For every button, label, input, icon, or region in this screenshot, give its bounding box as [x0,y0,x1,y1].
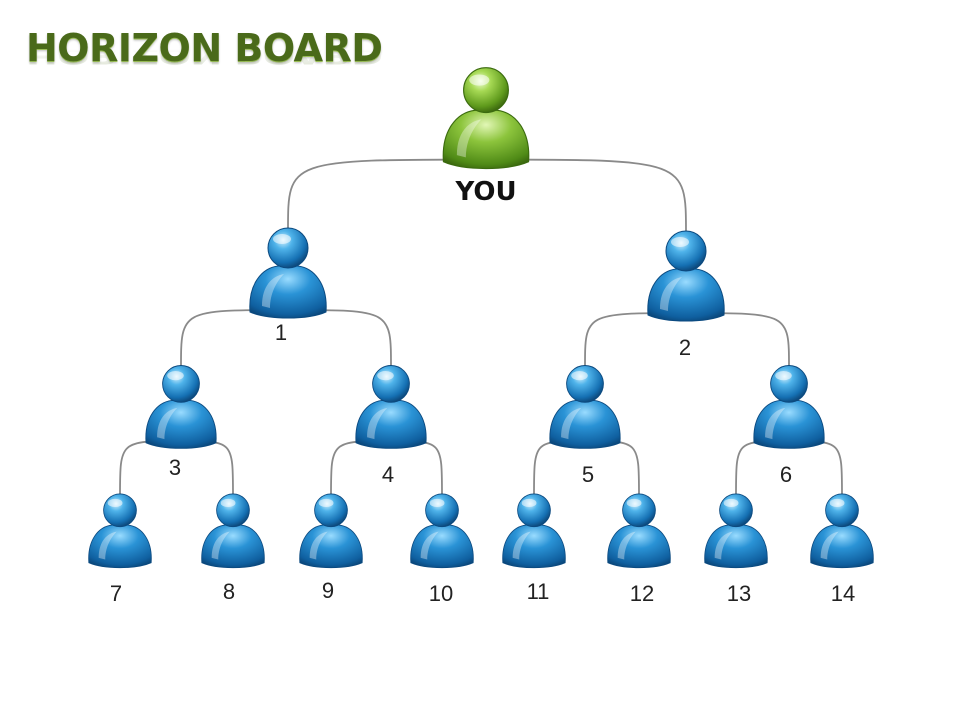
member-label: 10 [429,581,453,606]
member-label: 1 [275,320,287,345]
connector-line [533,440,586,496]
member-user-icon [201,493,265,569]
connector-line [180,440,234,496]
page-title: HORIZON BOARD [26,26,383,70]
member-label: 4 [382,462,394,487]
connector-line [287,158,487,231]
root-label: YOU [454,177,516,207]
member-label: 12 [630,581,654,606]
connector-line [485,158,687,234]
root-user-icon [442,67,530,170]
connector-lines [119,158,843,496]
member-label: 13 [727,581,751,606]
connector-line [685,312,790,368]
member-user-icon [410,493,474,569]
member-user-icon [502,493,566,569]
member-user-icon [299,493,363,569]
member-label: 14 [831,581,855,606]
member-label: 5 [582,462,594,487]
member-label: 9 [322,578,334,603]
member-user-icon [647,230,725,322]
member-user-icon [355,365,427,449]
member-user-icon [753,365,825,449]
member-label: 6 [780,462,792,487]
connector-line [584,312,687,368]
member-user-icon [810,493,874,569]
member-label: 8 [223,579,235,604]
member-label: 11 [527,579,550,604]
connector-line [390,440,443,496]
member-user-icon [88,493,152,569]
member-user-icon [704,493,768,569]
connector-line [180,309,289,368]
member-user-icon [549,365,621,449]
member-label: 3 [169,455,181,480]
connector-line [788,440,843,496]
connector-line [287,309,392,368]
member-user-icon [249,227,327,319]
member-user-icon [607,493,671,569]
member-label: 2 [679,335,691,360]
member-label: 7 [110,581,122,606]
member-user-icon [145,365,217,449]
